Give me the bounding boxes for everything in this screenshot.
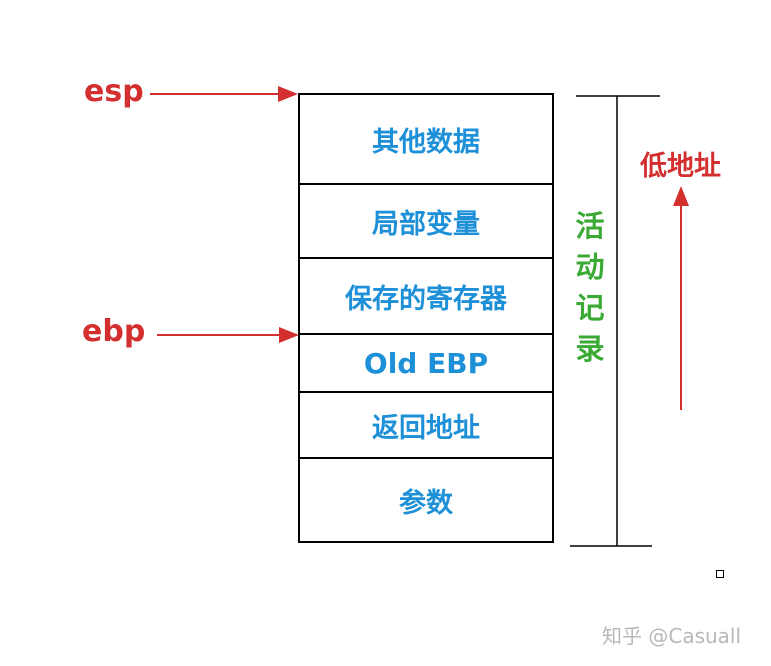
stack-frame: 其他数据 局部变量 保存的寄存器 Old EBP 返回地址 参数	[298, 93, 554, 543]
stack-divider	[300, 457, 552, 459]
esp-label: esp	[84, 74, 144, 109]
stack-divider	[300, 257, 552, 259]
activation-record-char: 录	[575, 332, 605, 366]
stack-divider	[300, 391, 552, 393]
activation-record-char: 活	[575, 209, 605, 243]
stack-divider	[300, 333, 552, 335]
stack-cell-local-variables: 局部变量	[372, 208, 480, 240]
stack-divider	[300, 183, 552, 185]
activation-record-char: 记	[575, 291, 605, 325]
stack-cell-arguments: 参数	[399, 487, 453, 519]
ebp-label: ebp	[82, 314, 146, 349]
stack-cell-return-address: 返回地址	[372, 412, 480, 444]
watermark: 知乎 @Casuall	[602, 624, 742, 648]
small-square-marker	[716, 570, 724, 578]
stack-cell-other-data: 其他数据	[372, 126, 480, 158]
activation-record-label: 活 动 记 录	[573, 206, 607, 370]
low-address-label: 低地址	[640, 151, 721, 182]
stack-cell-old-ebp: Old EBP	[363, 346, 489, 380]
stack-cell-saved-registers: 保存的寄存器	[345, 283, 507, 315]
activation-record-char: 动	[575, 250, 605, 284]
